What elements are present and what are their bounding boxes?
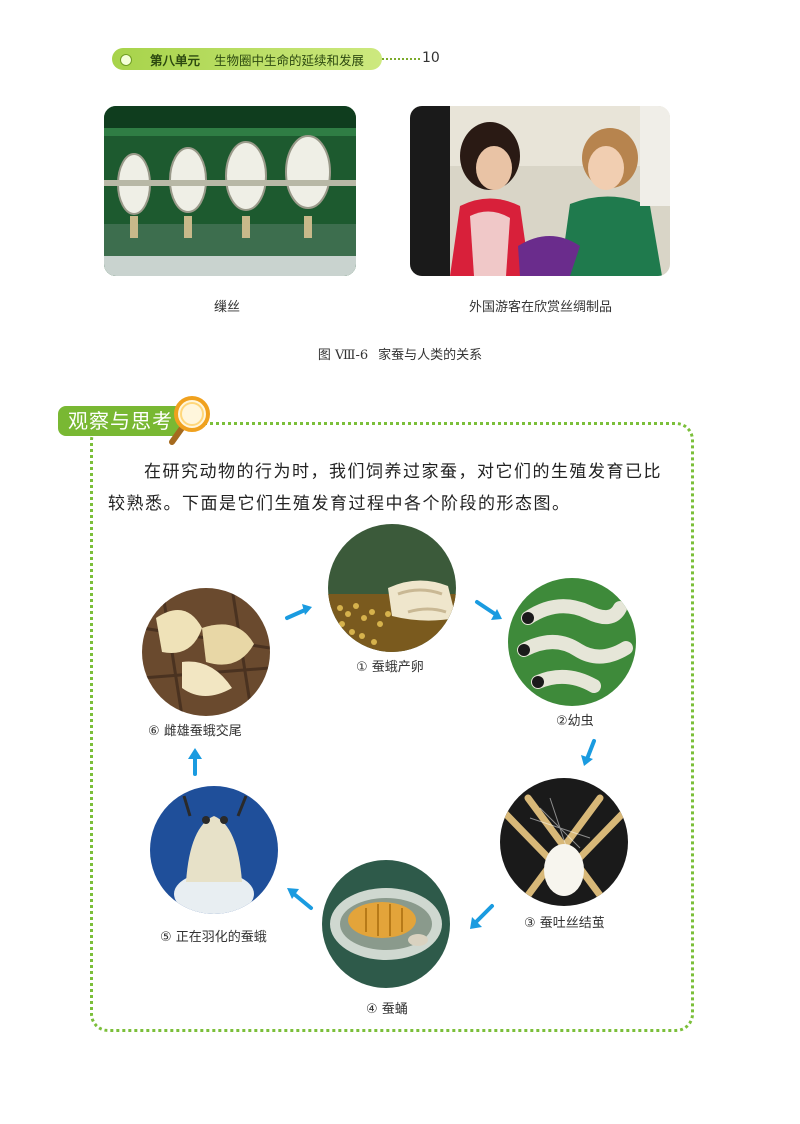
page-number: 10 (422, 50, 440, 66)
stage-1-label: ① 蚕蛾产卵 (356, 660, 424, 675)
photo-caption-left: 缫丝 (214, 300, 241, 315)
stage-2-label: ②幼虫 (556, 714, 594, 729)
figure-title: 家蚕与人类的关系 (378, 348, 483, 363)
stage-3-label: ③ 蚕吐丝结茧 (524, 916, 605, 931)
tourists-silk-photo (410, 106, 670, 276)
header-bullet-icon (120, 54, 132, 66)
stage-4-image (322, 860, 450, 988)
photo-caption-right: 外国游客在欣赏丝绸制品 (469, 300, 613, 315)
arrow-4-to-5-icon (287, 888, 313, 910)
unit-title: 生物圈中生命的延续和发展 (214, 53, 365, 68)
stage-6-label: ⑥ 雌雄蚕蛾交尾 (148, 724, 242, 739)
arrow-2-to-3-icon (581, 739, 596, 766)
stage-1-image (328, 524, 456, 652)
arrow-3-to-4-icon (470, 904, 494, 929)
magnifier-icon (168, 394, 212, 446)
figure-caption: 图 Ⅷ-6 家蚕与人类的关系 (0, 344, 800, 363)
arrow-1-to-2-icon (475, 600, 502, 620)
stage-5-label: ⑤ 正在羽化的蚕蛾 (160, 930, 267, 945)
observe-label: 观察与思考 (58, 406, 183, 436)
header-title: 第八单元生物圈中生命的延续和发展 (150, 50, 364, 69)
unit-label: 第八单元 (150, 53, 201, 68)
stage-3-image (500, 778, 628, 906)
arrow-6-to-1-icon (285, 604, 312, 620)
header-bar (112, 48, 382, 70)
observe-box (90, 422, 694, 1032)
observe-paragraph: 在研究动物的行为时，我们饲养过家蚕，对它们的生殖发育已比较熟悉。下面是它们生殖发… (108, 462, 662, 514)
silk-reeling-photo (104, 106, 356, 276)
stage-6-image (142, 588, 270, 716)
figure-number: 图 Ⅷ-6 (317, 348, 369, 363)
arrow-5-to-6-icon (188, 748, 202, 776)
header-leader-dots (382, 58, 420, 60)
stage-2-image (508, 578, 636, 706)
stage-5-image (150, 786, 278, 914)
stage-4-label: ④ 蚕蛹 (366, 1002, 408, 1017)
